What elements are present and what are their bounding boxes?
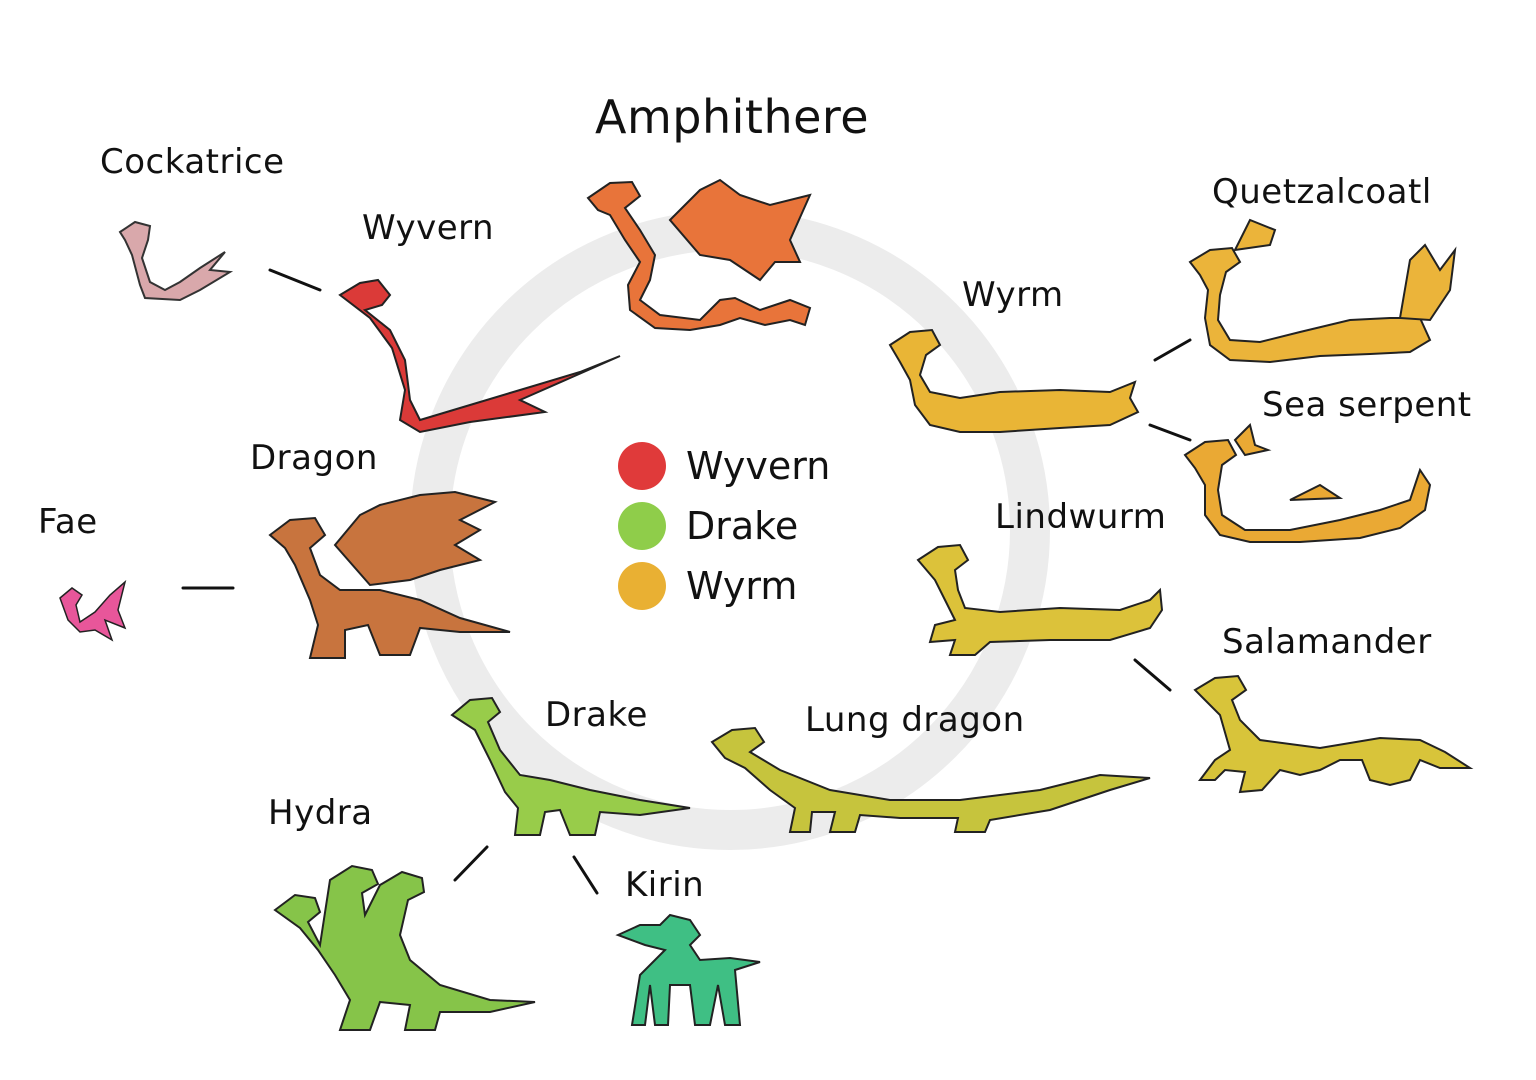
drake-figure <box>450 696 691 836</box>
legend-item-wyvern: Wyvern <box>618 440 830 492</box>
label-kirin: Kirin <box>625 865 705 905</box>
label-hydra: Hydra <box>268 793 373 833</box>
sea-serpent-figure <box>1183 423 1432 543</box>
label-salamander: Salamander <box>1222 622 1432 662</box>
legend-item-wyrm: Wyrm <box>618 560 797 612</box>
connector-lines <box>181 268 1192 895</box>
quetzalcoatl-figure <box>1188 218 1457 364</box>
legend-swatch-drake <box>618 502 666 550</box>
lung-dragon-figure <box>710 726 1151 833</box>
label-lindwurm: Lindwurm <box>995 497 1167 537</box>
lindwurm-figure <box>916 543 1164 656</box>
connector-lindwurm-salamander <box>1133 658 1172 692</box>
label-dragon: Dragon <box>250 438 378 478</box>
label-sea-serpent: Sea serpent <box>1262 385 1472 425</box>
salamander-figure <box>1193 674 1474 794</box>
connector-cockatrice-wyvern <box>268 268 322 292</box>
connector-wyrm-quetzalcoatl <box>1153 338 1192 362</box>
wyrm-figure <box>888 328 1140 433</box>
amphithere-figure <box>586 178 812 332</box>
fae-figure <box>59 579 127 642</box>
cockatrice-figure <box>118 220 234 302</box>
legend-item-drake: Drake <box>618 500 798 552</box>
label-wyrm: Wyrm <box>962 275 1064 315</box>
label-cockatrice: Cockatrice <box>100 142 285 182</box>
wyvern-figure <box>338 278 621 434</box>
legend-label-drake: Drake <box>686 504 799 548</box>
legend-swatch-wyvern <box>618 442 666 490</box>
legend-label-wyrm: Wyrm <box>686 564 798 608</box>
label-amphithere: Amphithere <box>595 90 870 144</box>
label-quetzalcoatl: Quetzalcoatl <box>1212 172 1432 212</box>
connector-drake-hydra <box>453 845 489 882</box>
hydra-figure <box>273 864 536 1031</box>
legend-swatch-wyrm <box>618 562 666 610</box>
kirin-figure <box>615 913 761 1026</box>
label-lung-dragon: Lung dragon <box>805 700 1025 740</box>
label-fae: Fae <box>38 502 98 542</box>
label-drake: Drake <box>545 695 648 735</box>
legend-label-wyvern: Wyvern <box>686 444 831 488</box>
connector-drake-kirin <box>572 855 599 895</box>
connector-wyrm-sea-serpent <box>1148 423 1192 442</box>
dragon-figure <box>268 490 511 659</box>
label-wyvern: Wyvern <box>362 208 495 248</box>
